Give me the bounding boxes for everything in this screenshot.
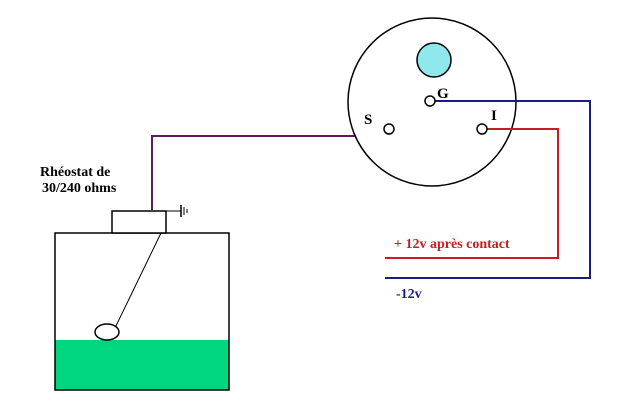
positive-wire <box>385 128 559 259</box>
terminal-g-label: G <box>437 86 449 102</box>
ground-symbol-icon <box>166 205 188 217</box>
float-arm <box>113 232 162 331</box>
positive-supply-label: + 12v après contact <box>394 237 510 252</box>
terminal-i-label: I <box>491 108 497 124</box>
fuel-level <box>55 340 229 390</box>
float <box>94 323 120 341</box>
terminal-s-label: S <box>364 112 372 128</box>
terminal-s <box>383 123 395 135</box>
fuel-tank <box>54 232 230 391</box>
rheostat-label-line2: 30/240 ohms <box>42 181 117 196</box>
rheostat-box <box>111 210 167 234</box>
negative-wire <box>385 100 591 279</box>
terminal-i <box>476 123 488 135</box>
terminal-g <box>424 95 436 107</box>
sender-wire <box>151 128 387 211</box>
gauge-lamp <box>416 42 452 78</box>
rheostat-label-line1: Rhéostat de <box>40 165 110 180</box>
negative-supply-label: -12v <box>396 287 422 302</box>
